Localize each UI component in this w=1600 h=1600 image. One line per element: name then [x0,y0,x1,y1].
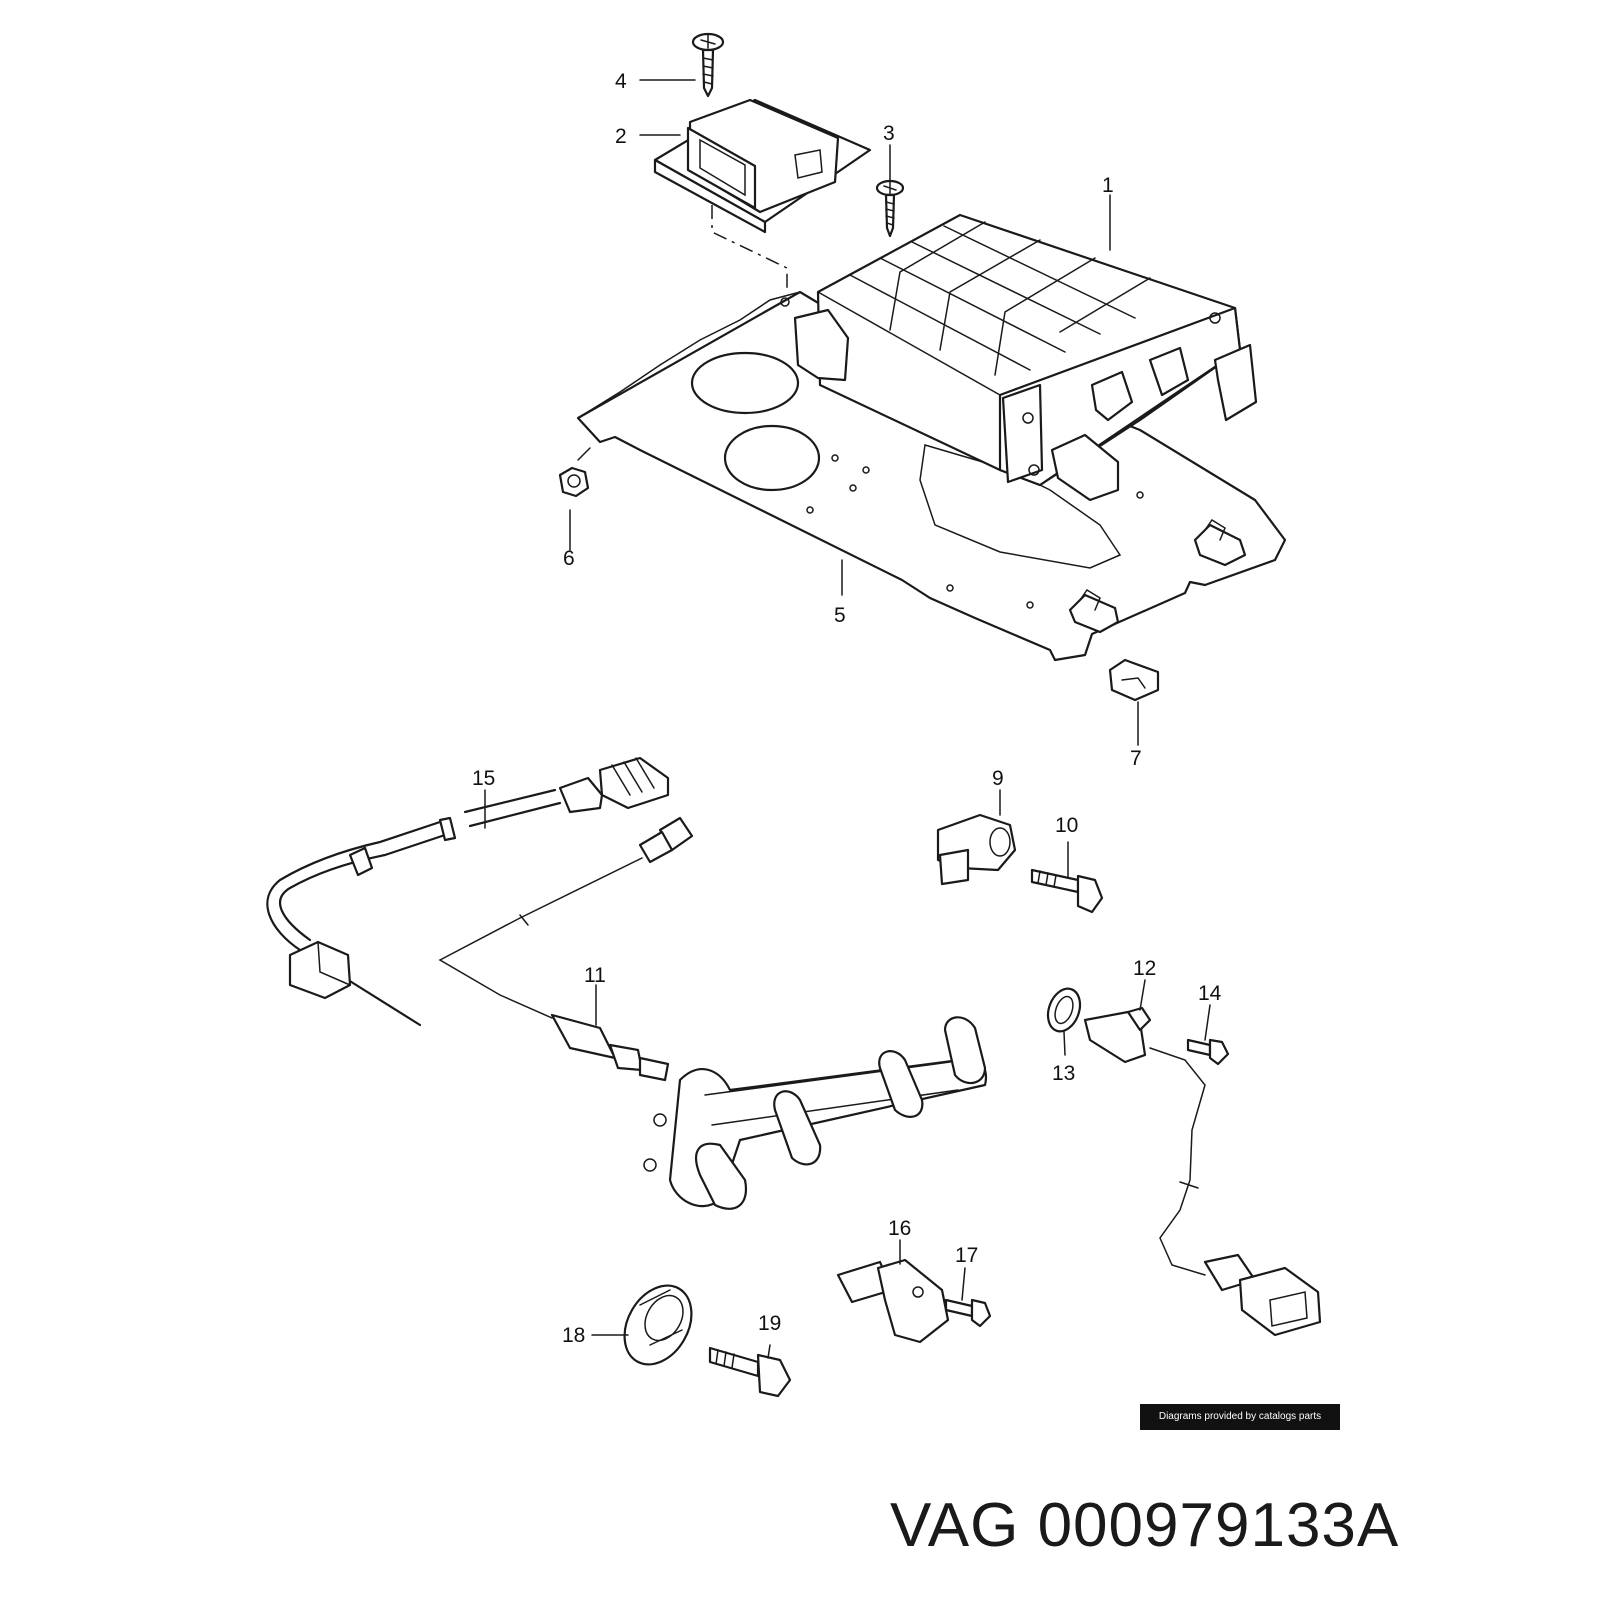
screw-part-14 [1186,1038,1230,1066]
callout-labels: 1 2 3 4 5 6 7 9 10 11 12 13 14 15 16 17 … [472,70,1222,1347]
screw-part-4 [691,32,725,98]
assembly-line-2-to-5 [711,205,788,292]
brand-name: VAG [890,1491,1020,1560]
sensor-ring-part-18 [623,1284,693,1366]
screw-part-17 [944,1298,992,1328]
part-number-caption: VAG 000979133A [890,1490,1399,1561]
nut-part-6 [558,447,591,498]
callout-3: 3 [883,122,895,145]
diagram-credit-banner: Diagrams provided by catalogs parts [1140,1404,1340,1430]
sensor-part-9 [936,813,1017,886]
callout-16: 16 [888,1217,911,1240]
control-unit-part-1 [793,213,1258,502]
callout-19: 19 [758,1312,781,1335]
seal-ring-part-13 [1046,987,1082,1033]
callout-18: 18 [562,1324,585,1347]
callout-12: 12 [1133,957,1156,980]
callout-10: 10 [1055,814,1078,837]
exhaust-manifold [643,1016,988,1210]
callout-5: 5 [834,604,846,627]
callout-6: 6 [563,547,575,570]
callout-4: 4 [615,70,627,93]
module-part-2 [653,98,872,234]
sensor-part-12 [1083,1006,1322,1337]
sensor-cable-part-15 [266,756,670,1027]
callout-14: 14 [1198,982,1222,1005]
sensor-part-16 [836,1258,950,1344]
part-number: 000979133A [1037,1491,1400,1560]
bolt-part-19 [708,1346,792,1398]
screw-part-3 [875,179,905,238]
callout-2: 2 [615,125,627,148]
callout-leader-lines [484,79,1211,1359]
callout-7: 7 [1130,747,1142,770]
callout-13: 13 [1052,1062,1075,1085]
callout-17: 17 [955,1244,978,1267]
callout-9: 9 [992,767,1004,790]
callout-15: 15 [472,767,495,790]
mounting-plate-part-5 [576,290,1287,662]
oxygen-sensor-part-11 [438,816,694,1082]
clip-part-7 [1108,658,1160,702]
bolt-part-10 [1030,868,1104,914]
callout-11: 11 [584,964,606,987]
callout-1: 1 [1102,174,1114,197]
